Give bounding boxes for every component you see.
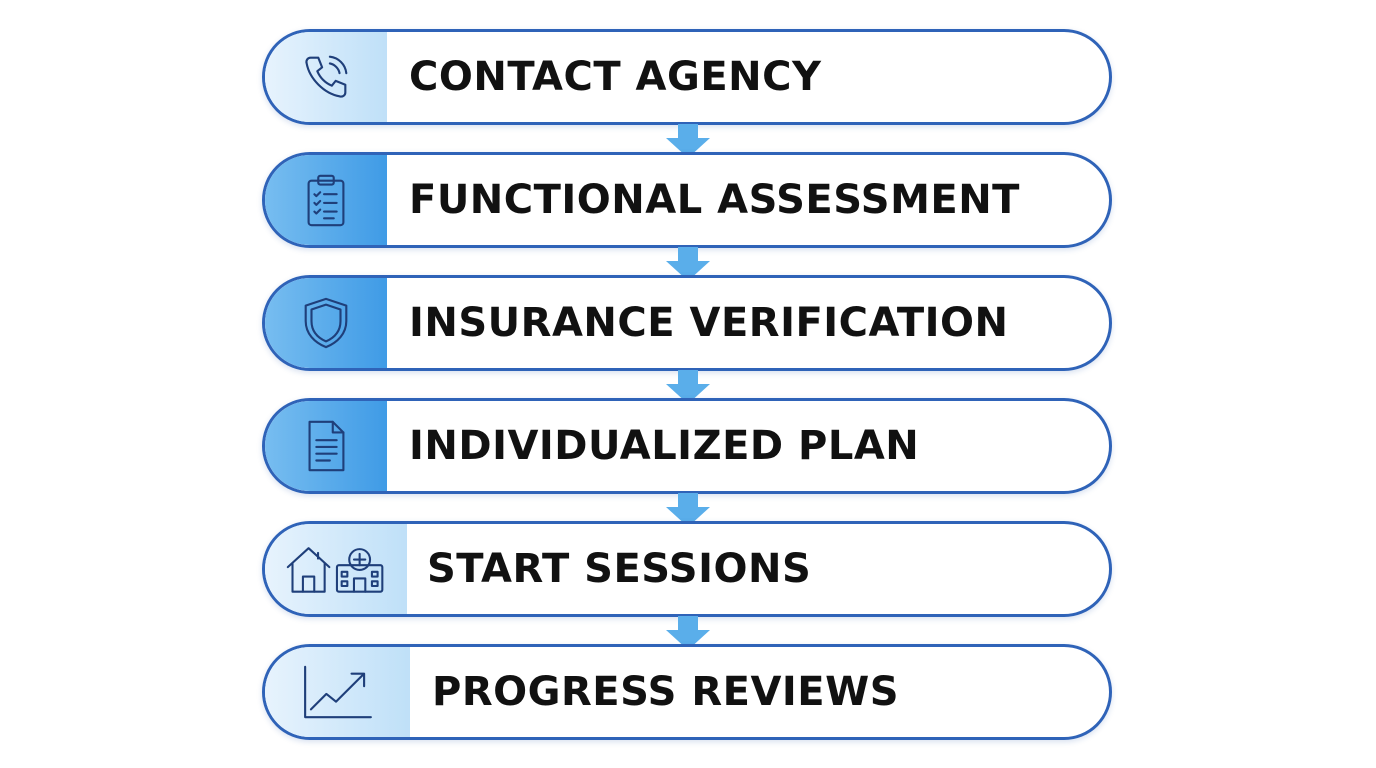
step-label: START SESSIONS	[427, 546, 812, 592]
step-insurance-verification: INSURANCE VERIFICATION	[262, 275, 1112, 371]
step-contact-agency: CONTACT AGENCY	[262, 29, 1112, 125]
flow-arrow	[664, 124, 712, 160]
step-icon-panel	[265, 278, 387, 368]
flow-arrow	[664, 370, 712, 406]
step-functional-assessment: FUNCTIONAL ASSESSMENT	[262, 152, 1112, 248]
flow-arrow	[664, 493, 712, 529]
step-icon-panel	[265, 401, 387, 491]
flow-arrow	[664, 247, 712, 283]
step-progress-reviews: PROGRESS REVIEWS	[262, 644, 1112, 740]
document-icon	[308, 420, 345, 472]
clipboard-checklist-icon	[307, 174, 345, 227]
step-label: INSURANCE VERIFICATION	[409, 300, 1009, 346]
step-icon-panel	[265, 524, 407, 614]
step-individualized-plan: INDIVIDUALIZED PLAN	[262, 398, 1112, 494]
step-start-sessions: START SESSIONS	[262, 521, 1112, 617]
home-and-clinic-icon	[286, 547, 384, 593]
step-icon-panel	[265, 32, 387, 122]
flow-arrow	[664, 616, 712, 652]
phone-icon	[305, 55, 348, 98]
trend-chart-icon	[303, 665, 372, 719]
step-label: PROGRESS REVIEWS	[432, 669, 900, 715]
shield-icon	[304, 297, 348, 349]
step-label: CONTACT AGENCY	[409, 54, 822, 100]
step-label: FUNCTIONAL ASSESSMENT	[409, 177, 1020, 223]
step-icon-panel	[265, 155, 387, 245]
step-label: INDIVIDUALIZED PLAN	[409, 423, 920, 469]
step-icon-panel	[265, 647, 410, 737]
